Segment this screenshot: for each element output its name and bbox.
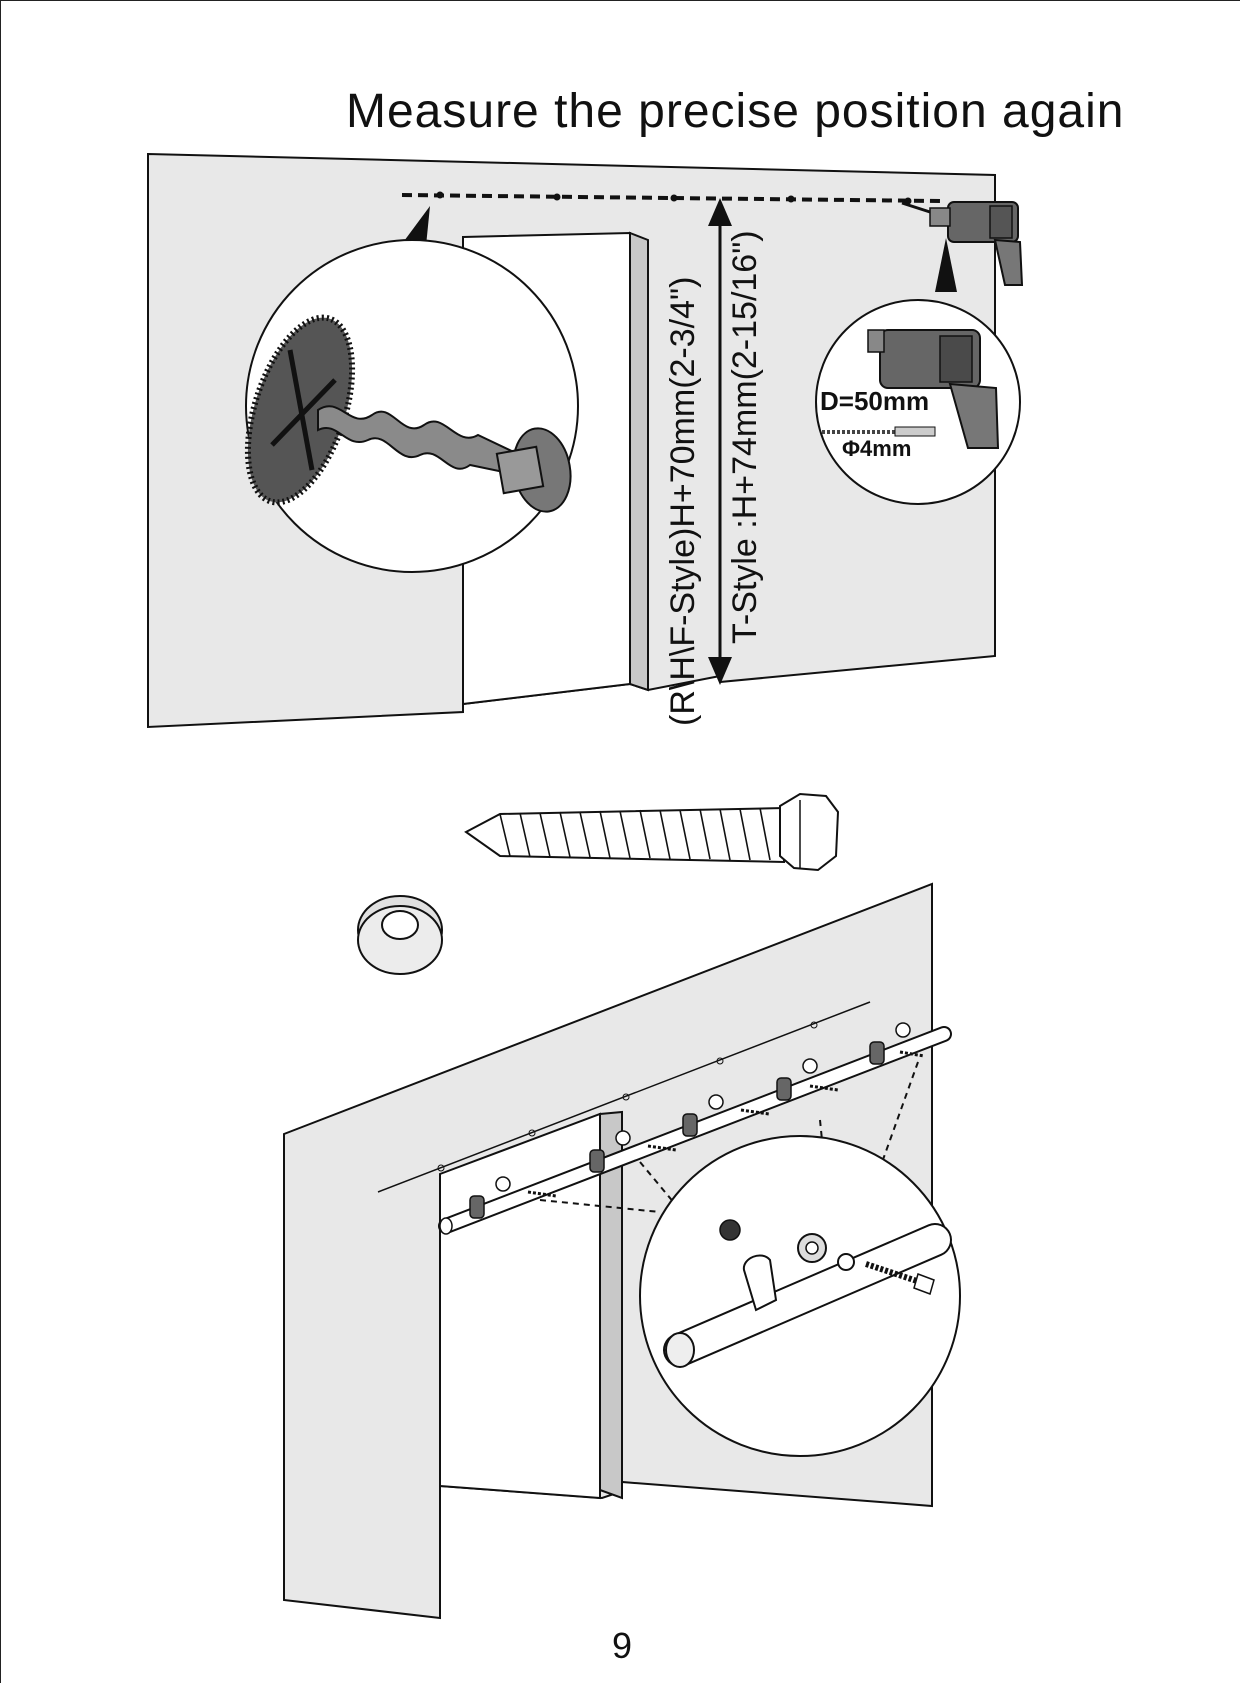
rail-brackets [469,1022,911,1219]
zoom-circle-drill: D=50mm Φ4mm [815,299,1021,505]
page-title: Measure the precise position again [346,85,1125,138]
drill-line [401,193,941,203]
bottom-wall-figure [283,882,961,1620]
washer-icon [357,895,443,975]
rail-screws [527,1050,925,1198]
zoom-pointer-right [935,238,957,292]
top-wall-figure: (R\H\F-Style)H+70mm(2-3/4") T-Style :H+7… [147,152,1024,729]
lag-screw-icon [464,792,840,872]
drill-depth-label: D=50mm [820,386,929,416]
zoom-circle-anchor [244,239,579,573]
drill-diameter-label: Φ4mm [842,436,911,461]
measurement-label-t: T-Style :H+74mm(2-15/16") [726,230,764,644]
drill-icon-small [901,201,1024,286]
page-number: 9 [612,1625,633,1666]
door-jamb-bottom [599,1110,623,1500]
door-jamb [629,231,649,692]
measurement-label-rhf: (R\H\F-Style)H+70mm(2-3/4") [664,277,702,726]
height-arrow [708,198,732,685]
zoom-circle-bracket [639,1135,961,1457]
